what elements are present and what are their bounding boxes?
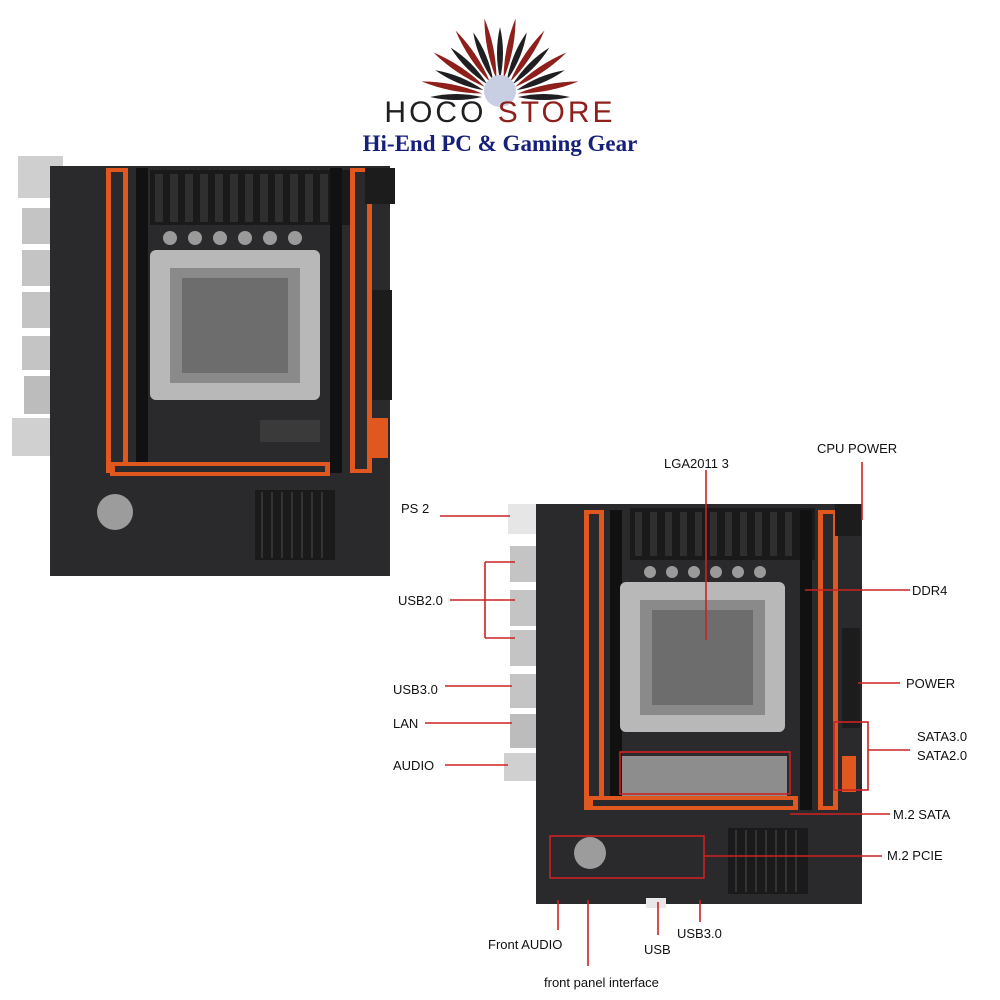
label-power: POWER (906, 676, 956, 691)
logo-petal (503, 18, 516, 80)
atx-power-connector (372, 290, 392, 400)
label-front-panel: front panel interface (544, 975, 659, 990)
logo-petal (433, 52, 486, 87)
logo-petal (517, 81, 579, 94)
brand-name: HOCO STORE (0, 96, 1000, 130)
hoco-logo-icon (421, 18, 579, 107)
label-sata2: SATA2.0 (917, 748, 968, 763)
sata-port (372, 418, 388, 458)
logo-petal (430, 94, 482, 100)
logo-petal (455, 30, 490, 83)
label-front-audio: Front AUDIO (488, 937, 563, 952)
logo-petal (421, 81, 483, 94)
brand-name-part1: HOCO (384, 96, 487, 129)
cpu-power-connector (365, 168, 395, 204)
logo-petal (512, 47, 550, 85)
motherboard-photo-top (12, 156, 395, 576)
label-usb3-front: USB3.0 (677, 926, 722, 941)
label-ddr4: DDR4 (912, 583, 948, 598)
motherboard-photo-labeled (504, 504, 862, 908)
label-m2-pcie: M.2 PCIE (887, 848, 943, 863)
logo-petal (450, 47, 488, 85)
logo-petal (497, 27, 503, 79)
logo-petal (514, 52, 567, 87)
logo-petal (484, 18, 497, 80)
logo-petal (473, 32, 494, 81)
logo-globe-icon (484, 75, 516, 107)
label-sata3: SATA3.0 (917, 729, 968, 744)
logo-petal (516, 70, 565, 91)
logo-petal (510, 30, 545, 83)
label-usb: USB (644, 942, 671, 957)
logo-petal (506, 32, 527, 81)
logo-petal (435, 70, 484, 91)
label-audio: AUDIO (393, 758, 435, 773)
brand-name-part2: STORE (497, 96, 616, 129)
brand-tagline: Hi-End PC & Gaming Gear (362, 131, 638, 156)
label-usb2: USB2.0 (398, 593, 443, 608)
label-m2-sata: M.2 SATA (893, 807, 951, 822)
label-cpu-power: CPU POWER (817, 441, 898, 456)
logo-petal (518, 94, 570, 100)
label-lga-socket: LGA2011 3 (664, 456, 729, 471)
label-lan: LAN (393, 716, 419, 731)
label-ps2: PS 2 (401, 501, 430, 516)
cmos-battery-icon (97, 494, 133, 530)
m2-slot (260, 420, 320, 442)
label-usb3-rear: USB3.0 (393, 682, 438, 697)
